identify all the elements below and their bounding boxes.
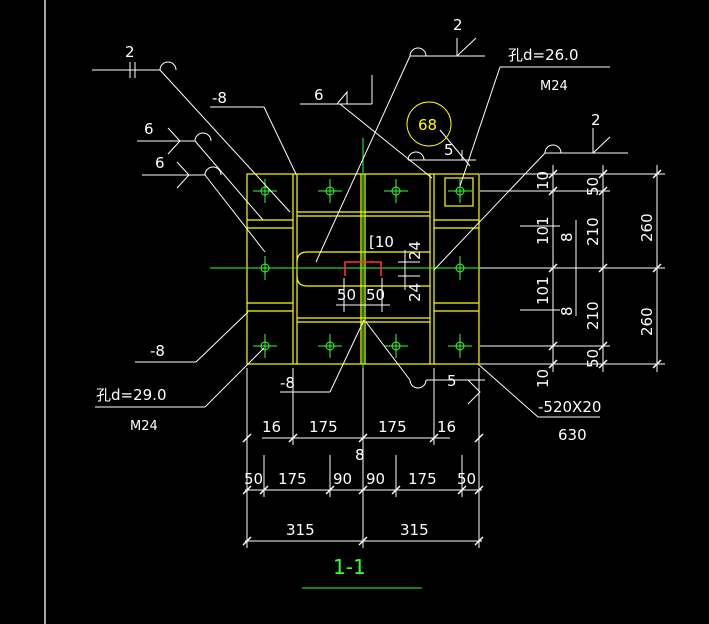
channel-section (344, 261, 382, 276)
bolt-label-top: M24 (540, 79, 568, 94)
hole-label-top: 孔d=26.0 (508, 46, 579, 64)
plate-thickness-left: -8 (150, 342, 165, 360)
bolt-10 (448, 334, 472, 358)
plate-thickness-top: -8 (212, 89, 227, 107)
channel-label: [10 (369, 233, 394, 251)
dim-315-right: 315 (400, 521, 429, 539)
dim-inner-50-right: 50 (366, 286, 385, 304)
dim-inner-24-top: 24 (406, 241, 424, 260)
dim-8: 8 (355, 446, 365, 464)
weld-label-bottom: 5 (447, 372, 457, 390)
bolt-5 (260, 256, 270, 280)
plate-length-label: 630 (558, 426, 587, 444)
dim-50-left: 50 (244, 470, 263, 488)
dim-right-101-bottom: 101 (534, 276, 552, 305)
dim-315-left: 315 (286, 521, 315, 539)
bolt-1 (253, 179, 277, 203)
leaders (92, 37, 628, 418)
bolt-label-bottom: M24 (130, 419, 158, 434)
dim-inner-24-bottom: 24 (406, 283, 424, 302)
dim-inner-50-left: 50 (337, 286, 356, 304)
dim-175-right: 175 (378, 418, 407, 436)
bolt-8 (318, 334, 342, 358)
weld-label-top-center: 2 (453, 16, 463, 34)
dim-right-10-bottom: 10 (534, 369, 552, 388)
dim-175-a: 175 (278, 470, 307, 488)
dim-ticks (242, 169, 662, 546)
weld-label-top-left: 2 (125, 43, 135, 61)
dim-right-210-top: 210 (584, 217, 602, 246)
dimension-lines (245, 165, 665, 589)
callout-number: 68 (418, 116, 437, 134)
weld-label-left-lower: 6 (155, 154, 165, 172)
dim-right-10-top: 10 (534, 171, 552, 190)
dim-right-260-top: 260 (638, 213, 656, 242)
dim-right-50-top: 50 (584, 177, 602, 196)
dim-right-50-bottom: 50 (584, 349, 602, 368)
dim-right-101-top: 101 (534, 216, 552, 245)
dim-16-right: 16 (437, 418, 456, 436)
dim-right-8-top: 8 (558, 232, 576, 242)
dim-right-260-bottom: 260 (638, 307, 656, 336)
weld-label-flag: 6 (314, 86, 324, 104)
weld-label-left-upper: 6 (144, 120, 154, 138)
hole-label-bottom: 孔d=29.0 (96, 386, 167, 404)
dim-175-left: 175 (309, 418, 338, 436)
centerlines (210, 138, 520, 368)
dim-90-b: 90 (366, 470, 385, 488)
bolt-9 (384, 334, 408, 358)
bolt-6 (455, 256, 465, 280)
dim-16-left: 16 (262, 418, 281, 436)
bolt-3 (384, 179, 408, 203)
dim-175-b: 175 (408, 470, 437, 488)
bolt-2 (318, 179, 342, 203)
dim-50-right: 50 (457, 470, 476, 488)
bolt-4 (448, 179, 472, 203)
bolt-7 (253, 334, 277, 358)
weld-label-inner: 5 (444, 141, 454, 159)
bolt-holes (253, 179, 472, 358)
plate-thickness-bottom: -8 (280, 374, 295, 392)
section-label: 1-1 (333, 555, 366, 579)
plate-size-label: -520X20 (538, 398, 601, 416)
dim-right-8-bottom: 8 (558, 306, 576, 316)
weld-label-top-right: 2 (591, 111, 601, 129)
dim-right-210-bottom: 210 (584, 301, 602, 330)
dim-90-a: 90 (333, 470, 352, 488)
